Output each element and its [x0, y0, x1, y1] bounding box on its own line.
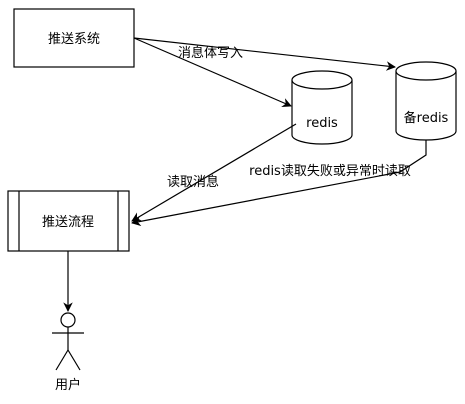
backup-redis-label: 备redis: [404, 110, 449, 126]
write-to-backup-arrow: [133, 37, 396, 71]
push-system-label: 推送系统: [48, 32, 100, 47]
push-flow-label: 推送流程: [42, 215, 94, 230]
redis-label: redis: [306, 116, 338, 131]
write-msg-label: 消息体写入: [178, 45, 243, 61]
push-system-node[interactable]: 推送系统: [13, 8, 135, 68]
read-from-redis-arrow: [131, 123, 297, 222]
write-to-redis-arrow: [133, 37, 292, 107]
push-flow-node[interactable]: 推送流程: [7, 190, 130, 252]
user-actor[interactable]: 用户: [52, 312, 84, 393]
read-msg-label: 读取消息: [167, 174, 219, 190]
fallback-read-label: redis读取失败或异常时读取: [249, 164, 411, 179]
redis-node[interactable]: redis: [291, 70, 353, 145]
backup-redis-node[interactable]: 备redis: [395, 61, 457, 141]
user-label: 用户: [55, 377, 81, 393]
fallback-read-arrow: [131, 140, 427, 227]
